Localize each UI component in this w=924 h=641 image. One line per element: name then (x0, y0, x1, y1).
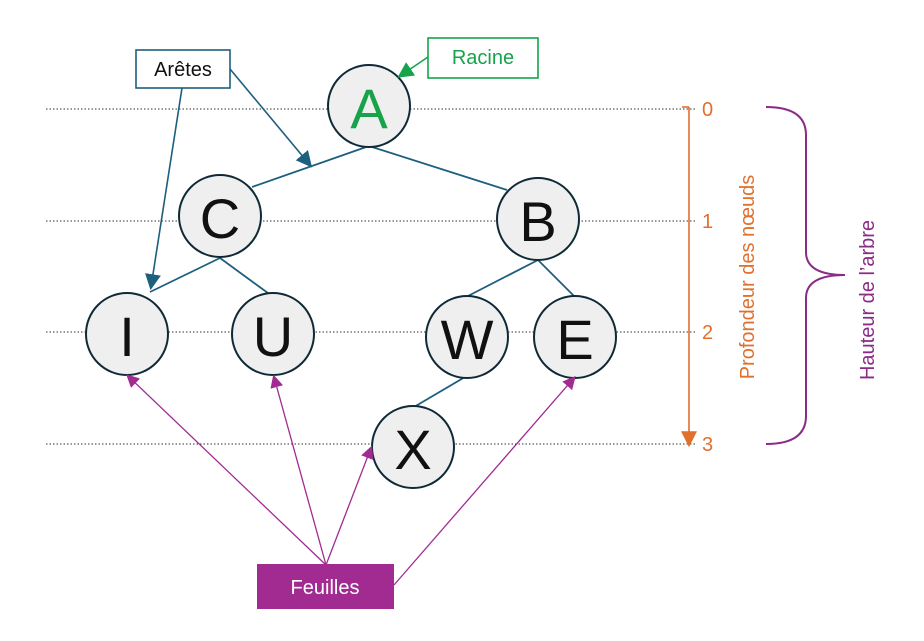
feuilles-arrow-e (393, 376, 576, 586)
depth-tick-3: 3 (702, 434, 713, 456)
feuilles-arrow-i (126, 374, 327, 566)
feuilles-label: Feuilles (291, 577, 360, 599)
depth-tick-2: 2 (702, 322, 713, 344)
tree-edges (149, 145, 575, 408)
depth-guide-lines (46, 108, 695, 445)
edge-a-c (251, 145, 370, 188)
node-i: I (85, 292, 169, 376)
edge-c-i (149, 257, 221, 293)
aretes-arrow-to-ci (145, 87, 183, 291)
racine-box (427, 37, 539, 79)
edge-b-e (537, 259, 575, 297)
node-e: E (533, 295, 617, 379)
aretes-box (135, 49, 231, 89)
depth-axis: 0 1 2 3 Profondeur des nœuds (681, 99, 759, 456)
node-u: U (231, 292, 315, 376)
edge-b-w (467, 259, 539, 297)
racine-callout: Racine (397, 37, 539, 79)
node-b-label: B (519, 190, 556, 253)
feuilles-callout: Feuilles (126, 374, 576, 609)
node-c: C (178, 174, 262, 258)
feuilles-arrow-x (325, 445, 374, 566)
aretes-callout: Arêtes (135, 49, 313, 291)
edge-w-x (413, 376, 466, 408)
depth-tick-1: 1 (702, 211, 713, 233)
node-u-label: U (253, 305, 293, 368)
curly-brace (765, 106, 846, 445)
edge-c-u (219, 257, 273, 297)
feuilles-arrow-u (270, 374, 327, 566)
edge-a-b (368, 145, 508, 191)
node-a: A (327, 64, 411, 148)
height-brace: Hauteur de l’arbre (765, 106, 879, 445)
aretes-arrow-to-ac (229, 68, 313, 168)
node-c-label: C (200, 187, 240, 250)
depth-tick-0: 0 (702, 99, 713, 121)
node-w: W (425, 295, 509, 379)
racine-label: Racine (452, 47, 514, 69)
racine-arrow (397, 56, 429, 78)
node-e-label: E (556, 308, 593, 371)
aretes-label: Arêtes (154, 59, 212, 81)
node-x-label: X (394, 418, 431, 481)
feuilles-box (257, 564, 394, 609)
depth-axis-label: Profondeur des nœuds (737, 175, 759, 380)
node-a-label: A (350, 77, 388, 140)
node-w-label: W (441, 308, 494, 371)
node-i-label: I (119, 305, 135, 368)
node-x: X (371, 405, 455, 489)
node-b: B (496, 177, 580, 261)
height-label: Hauteur de l’arbre (857, 220, 879, 380)
